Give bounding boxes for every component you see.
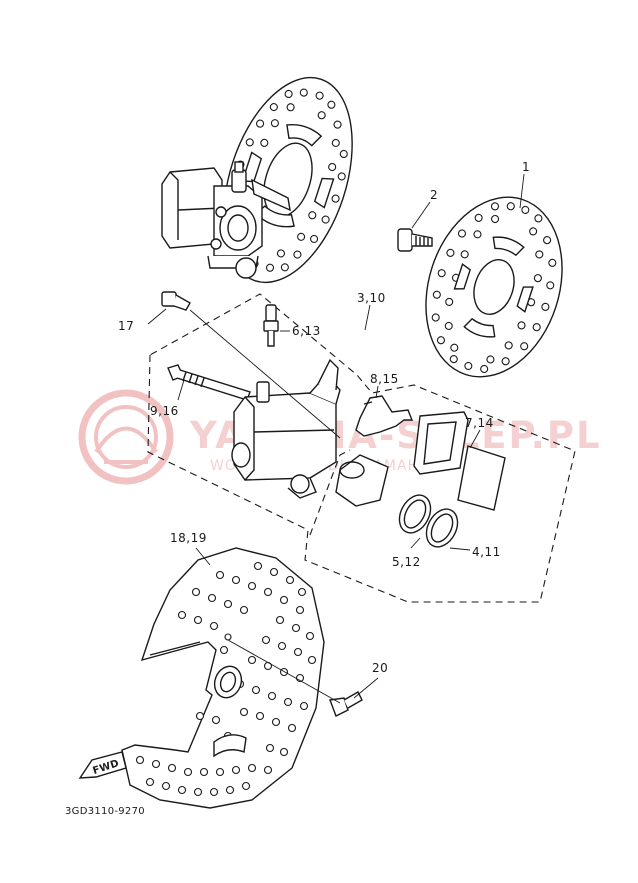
piston-seals — [398, 494, 459, 548]
callout-17: 17 — [118, 319, 134, 333]
diagram-code: 3GD3110-9270 — [65, 806, 145, 817]
disc-guard — [121, 547, 325, 809]
upper-assembly — [161, 76, 353, 284]
callout-6-13: 6,13 — [292, 324, 321, 338]
pin-bolt — [167, 364, 251, 401]
callout-4-11: 4,11 — [472, 545, 501, 559]
pad-spring — [355, 395, 414, 437]
callout-9-16: 9,16 — [150, 404, 179, 418]
callout-20: 20 — [372, 661, 388, 675]
leader-lines — [147, 173, 525, 704]
forward-arrow-icon: FWD — [78, 751, 127, 779]
watermark-logo — [78, 389, 174, 485]
callout-8-15: 8,15 — [370, 372, 399, 386]
bolt-20 — [329, 691, 363, 717]
callout-1: 1 — [522, 160, 530, 174]
callout-7-14: 7,14 — [465, 416, 494, 430]
caliper-piston — [335, 454, 389, 507]
brake-pads — [413, 411, 506, 511]
bleed-screw — [263, 304, 279, 347]
caliper-group-box — [147, 293, 576, 603]
callouts: 1 2 3,10 17 6,13 8,15 9,16 7,14 4,11 5,1… — [118, 160, 530, 675]
bolt-2 — [397, 228, 433, 252]
caliper-bracket — [317, 358, 339, 391]
callout-2: 2 — [430, 188, 438, 202]
callout-5-12: 5,12 — [392, 555, 421, 569]
callout-18-19: 18,19 — [170, 531, 207, 545]
callout-3-10: 3,10 — [357, 291, 386, 305]
caliper-body — [231, 381, 341, 499]
bolt-17 — [161, 291, 191, 311]
brake-disc — [425, 196, 563, 378]
